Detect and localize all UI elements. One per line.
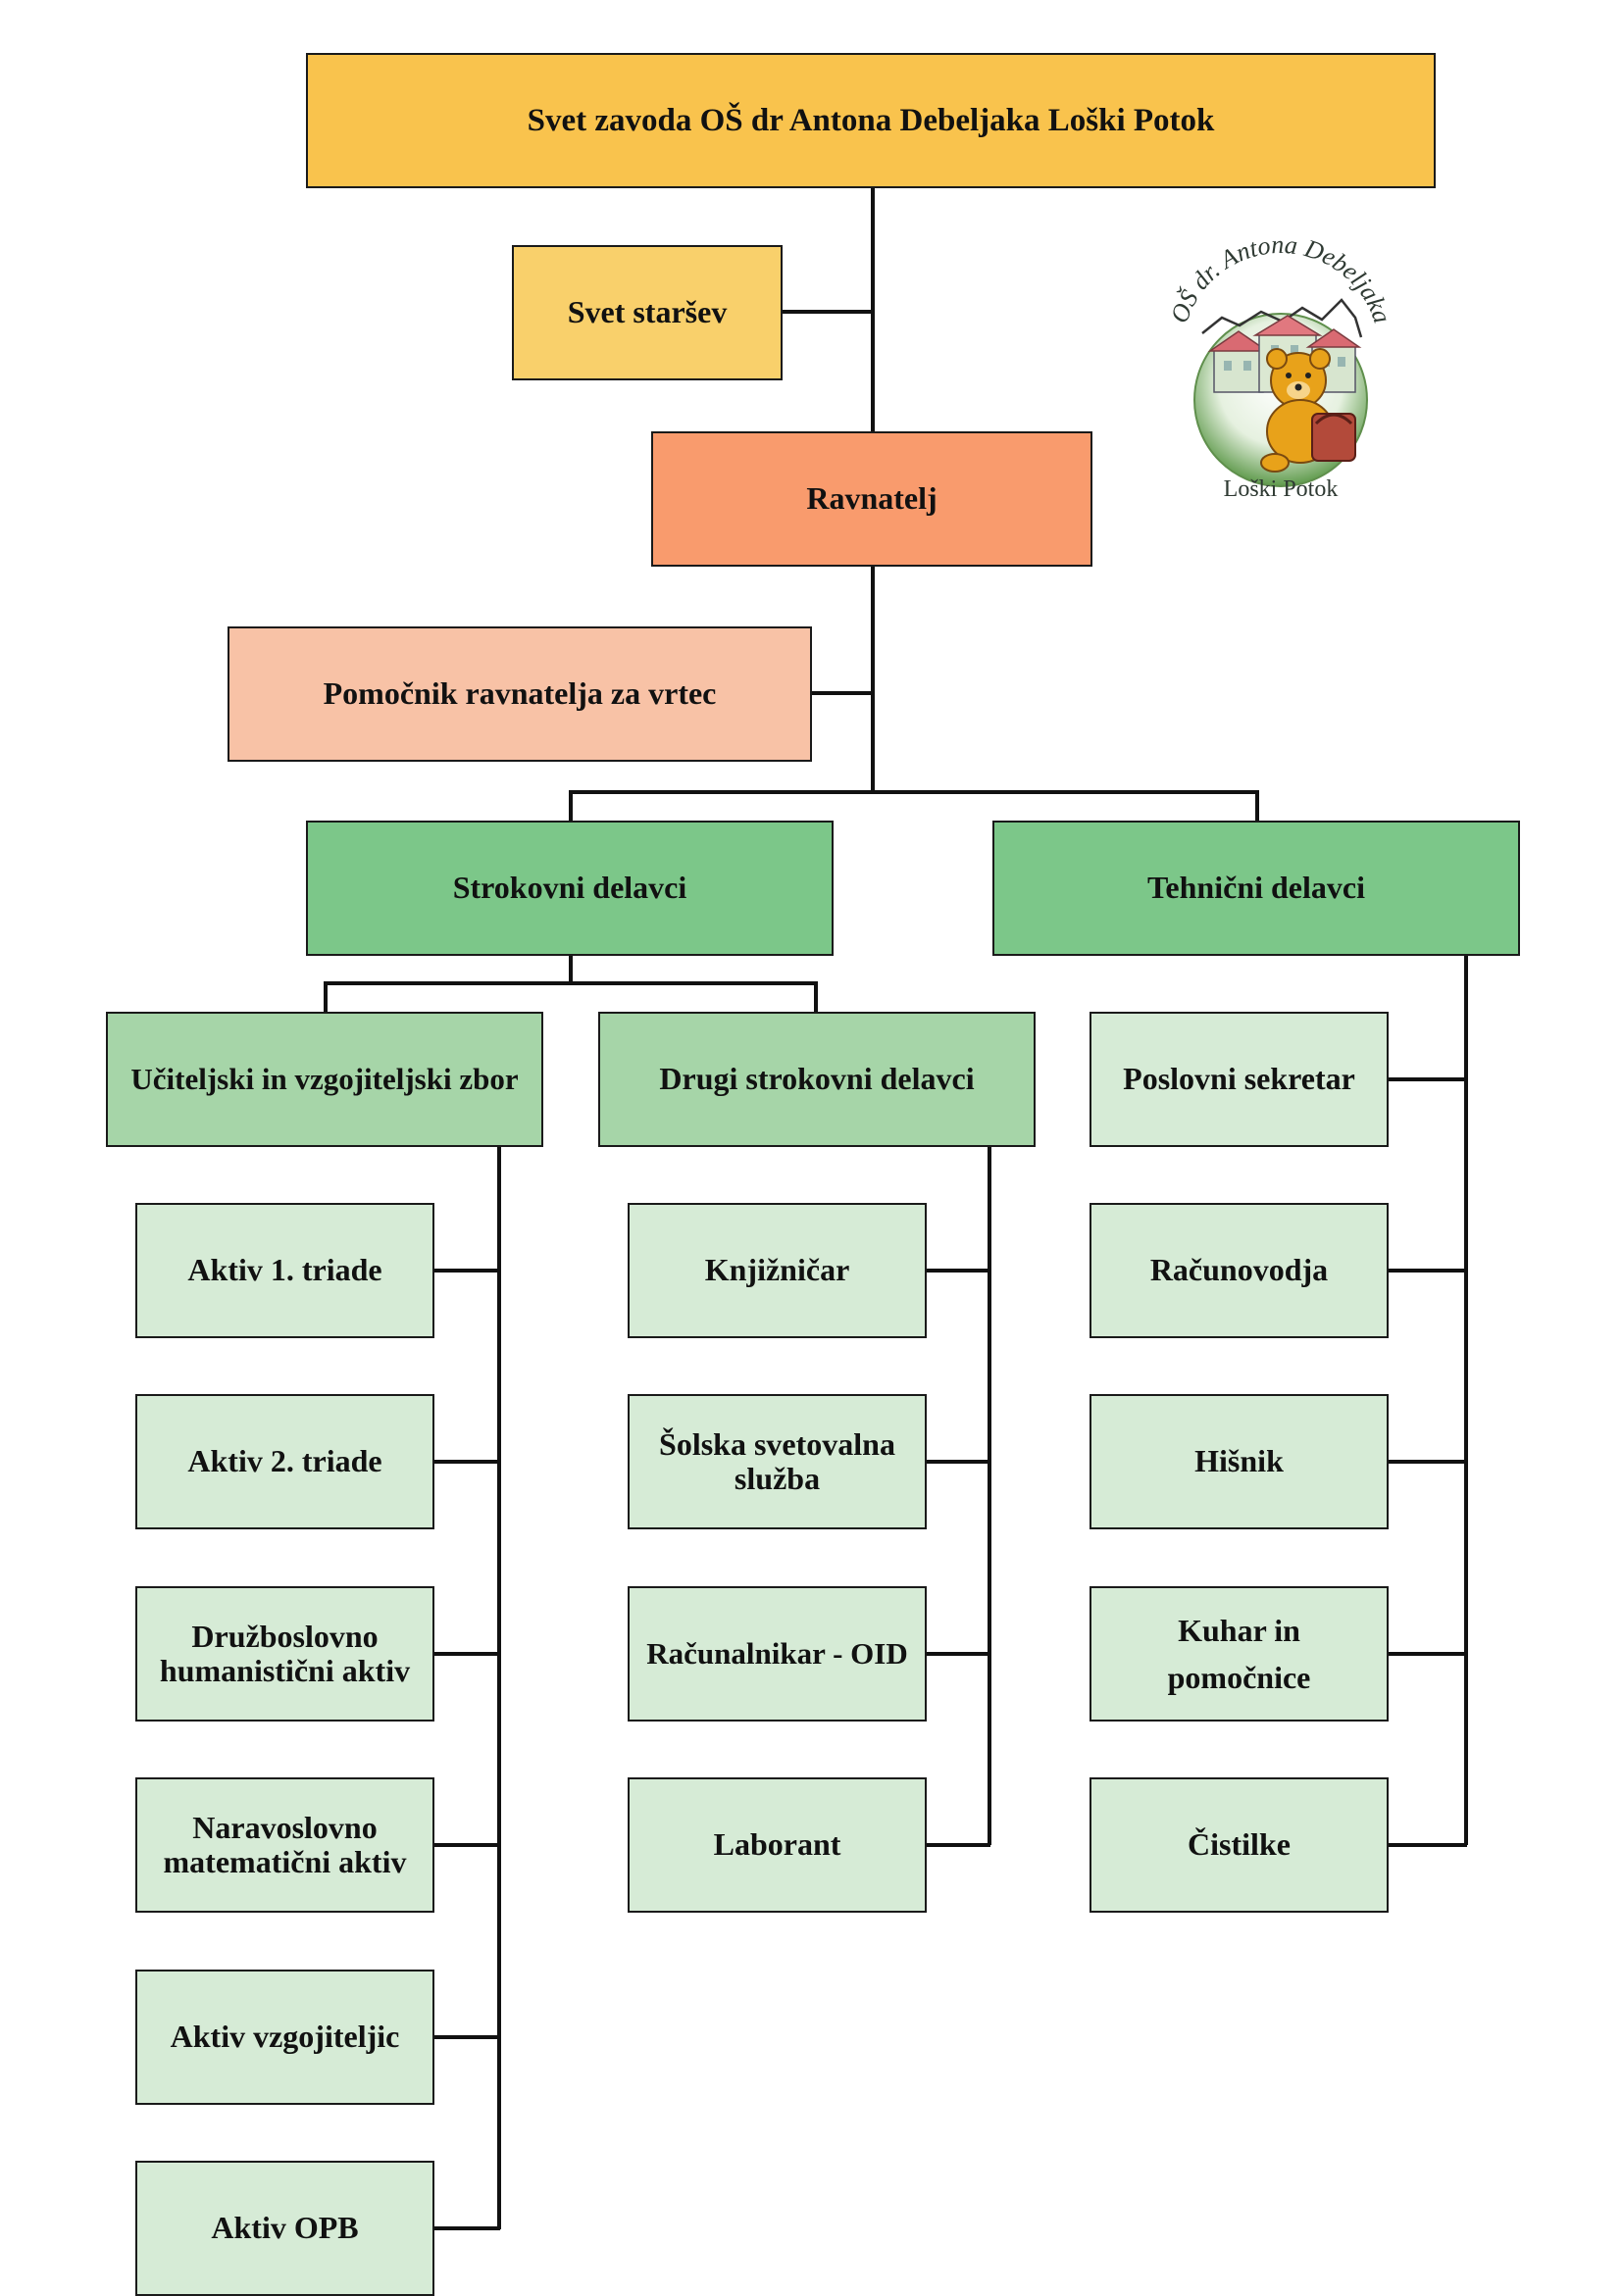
leaf-label: Poslovni sekretar	[1123, 1061, 1355, 1097]
connector	[922, 1460, 990, 1464]
leaf-label: Šolska svetovalna	[659, 1425, 895, 1462]
leaf-box: Čistilke	[1090, 1777, 1389, 1913]
connector	[431, 2226, 500, 2230]
professional-staff-label: Strokovni delavci	[452, 870, 687, 906]
assistant-label: Pomočnik ravnatelja za vrtec	[323, 675, 717, 712]
leaf-label: Aktiv 1. triade	[187, 1252, 382, 1288]
leaf-box: Naravoslovno matematični aktiv	[135, 1777, 434, 1913]
school-logo-graphic: OŠ dr. Antona Debeljaka Loški Potok	[1165, 230, 1397, 502]
leaf-box: Računalnikar - OID	[628, 1586, 927, 1722]
connector	[922, 1843, 990, 1847]
connector	[922, 1652, 990, 1656]
connector	[569, 954, 573, 983]
connector	[497, 1145, 501, 2229]
leaf-label: Naravoslovno	[192, 1809, 378, 1845]
leaf-label: pomočnice	[1167, 1660, 1311, 1695]
leaf-label: Čistilke	[1188, 1826, 1291, 1863]
leaf-label: služba	[734, 1461, 821, 1496]
leaf-box: Družboslovno humanistični aktiv	[135, 1586, 434, 1722]
leaf-box: Računovodja	[1090, 1203, 1389, 1338]
parents-council-label: Svet staršev	[567, 294, 728, 330]
connector	[431, 1843, 500, 1847]
connector	[783, 310, 873, 314]
connector	[431, 1460, 500, 1464]
connector	[1385, 1460, 1467, 1464]
teachers-box: Učiteljski in vzgojiteljski zbor	[106, 1012, 543, 1147]
leaf-label: Družboslovno	[191, 1618, 379, 1654]
leaf-label: Aktiv 2. triade	[187, 1443, 382, 1479]
director-box: Ravnatelj	[651, 431, 1092, 567]
technical-staff-box: Tehnični delavci	[992, 821, 1520, 956]
school-logo: OŠ dr. Antona Debeljaka Loški Potok	[1145, 224, 1410, 508]
leaf-box: Aktiv 2. triade	[135, 1394, 434, 1529]
leaf-label: matematični aktiv	[163, 1844, 407, 1879]
leaf-box: Laborant	[628, 1777, 927, 1913]
leaf-box: Aktiv OPB	[135, 2161, 434, 2296]
connector	[1464, 954, 1468, 1845]
connector	[922, 1269, 990, 1273]
leaf-box: Hišnik	[1090, 1394, 1389, 1529]
connector	[1255, 790, 1259, 824]
leaf-label: Knjižničar	[704, 1252, 850, 1288]
parents-council-box: Svet staršev	[512, 245, 783, 380]
leaf-label: humanistični aktiv	[159, 1653, 411, 1688]
leaf-label: Računovodja	[1149, 1252, 1329, 1288]
director-label: Ravnatelj	[806, 480, 938, 517]
connector	[431, 2035, 500, 2039]
connector	[1385, 1269, 1467, 1273]
other-professionals-box: Drugi strokovni delavci	[598, 1012, 1036, 1147]
connector	[812, 691, 873, 695]
leaf-label: Računalnikar - OID	[646, 1635, 908, 1671]
leaf-label: Laborant	[713, 1826, 841, 1863]
connector	[814, 981, 818, 1015]
connector	[1385, 1077, 1467, 1081]
technical-staff-label: Tehnični delavci	[1147, 870, 1365, 906]
connector	[324, 981, 328, 1015]
leaf-box: Šolska svetovalna služba	[628, 1394, 927, 1529]
leaf-label: Hišnik	[1194, 1443, 1284, 1479]
other-professionals-label: Drugi strokovni delavci	[659, 1061, 975, 1097]
logo-bottom-text: Loški Potok	[1224, 476, 1339, 502]
assistant-box: Pomočnik ravnatelja za vrtec	[228, 626, 812, 762]
connector	[988, 1145, 991, 1845]
connector	[871, 188, 875, 431]
leaf-box: Aktiv vzgojiteljic	[135, 1970, 434, 2105]
connector	[569, 790, 573, 824]
professional-staff-box: Strokovni delavci	[306, 821, 834, 956]
connector	[871, 565, 875, 792]
connector	[431, 1652, 500, 1656]
leaf-box: Kuhar in pomočnice	[1090, 1586, 1389, 1722]
connector	[1385, 1652, 1467, 1656]
council-label: Svet zavoda OŠ dr Antona Debeljaka Loški…	[527, 102, 1215, 138]
connector	[1385, 1843, 1467, 1847]
leaf-box: Poslovni sekretar	[1090, 1012, 1389, 1147]
leaf-box: Aktiv 1. triade	[135, 1203, 434, 1338]
council-box: Svet zavoda OŠ dr Antona Debeljaka Loški…	[306, 53, 1436, 188]
connector	[431, 1269, 500, 1273]
connector	[569, 790, 1259, 794]
teachers-label: Učiteljski in vzgojiteljski zbor	[130, 1061, 519, 1096]
logo-arc-text: OŠ dr. Antona Debeljaka	[1165, 230, 1397, 326]
leaf-label: Aktiv OPB	[211, 2210, 359, 2246]
leaf-box: Knjižničar	[628, 1203, 927, 1338]
leaf-label: Aktiv vzgojiteljic	[170, 2019, 400, 2055]
connector	[324, 981, 818, 985]
leaf-label: Kuhar in	[1178, 1613, 1300, 1648]
